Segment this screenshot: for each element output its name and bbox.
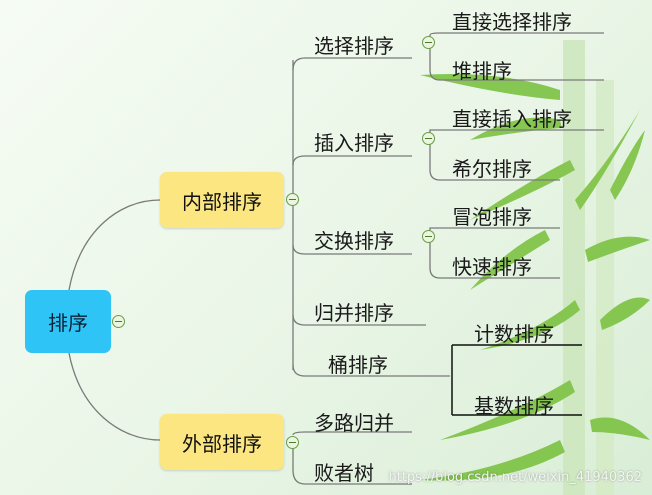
node-shell-sort[interactable]: 希尔排序 [452,157,532,181]
node-quick-sort[interactable]: 快速排序 [452,255,532,279]
node-direct-selection-sort[interactable]: 直接选择排序 [452,10,572,34]
collapse-toggle-selection[interactable] [422,36,435,49]
node-exchange-sort[interactable]: 交换排序 [314,229,394,253]
branch-external-sort[interactable]: 外部排序 [160,414,284,470]
collapse-toggle-internal[interactable] [286,193,299,206]
node-bubble-sort[interactable]: 冒泡排序 [452,205,532,229]
root-node[interactable]: 排序 [25,290,111,353]
node-heap-sort[interactable]: 堆排序 [452,59,512,83]
node-loser-tree[interactable]: 败者树 [314,461,374,485]
edge-root-external [68,352,161,441]
edge-root-internal [68,199,161,291]
node-merge-sort[interactable]: 归并排序 [314,301,394,325]
collapse-toggle-insertion[interactable] [422,132,435,145]
collapse-toggle-root[interactable] [112,315,125,328]
collapse-toggle-external[interactable] [286,436,299,449]
node-counting-sort[interactable]: 计数排序 [474,322,554,346]
node-multiway-merge[interactable]: 多路归并 [314,411,394,435]
bucket-sort-bracket [451,344,582,416]
node-radix-sort[interactable]: 基数排序 [474,394,554,418]
watermark-text: https://blog.csdn.net/weixin_41940362 [388,470,642,485]
node-bucket-sort[interactable]: 桶排序 [328,353,388,377]
branch-internal-sort[interactable]: 内部排序 [160,172,284,228]
collapse-toggle-exchange[interactable] [422,230,435,243]
node-selection-sort[interactable]: 选择排序 [314,34,394,58]
node-insertion-sort[interactable]: 插入排序 [314,131,394,155]
bamboo-decoration [420,40,650,495]
node-direct-insertion-sort[interactable]: 直接插入排序 [452,107,572,131]
